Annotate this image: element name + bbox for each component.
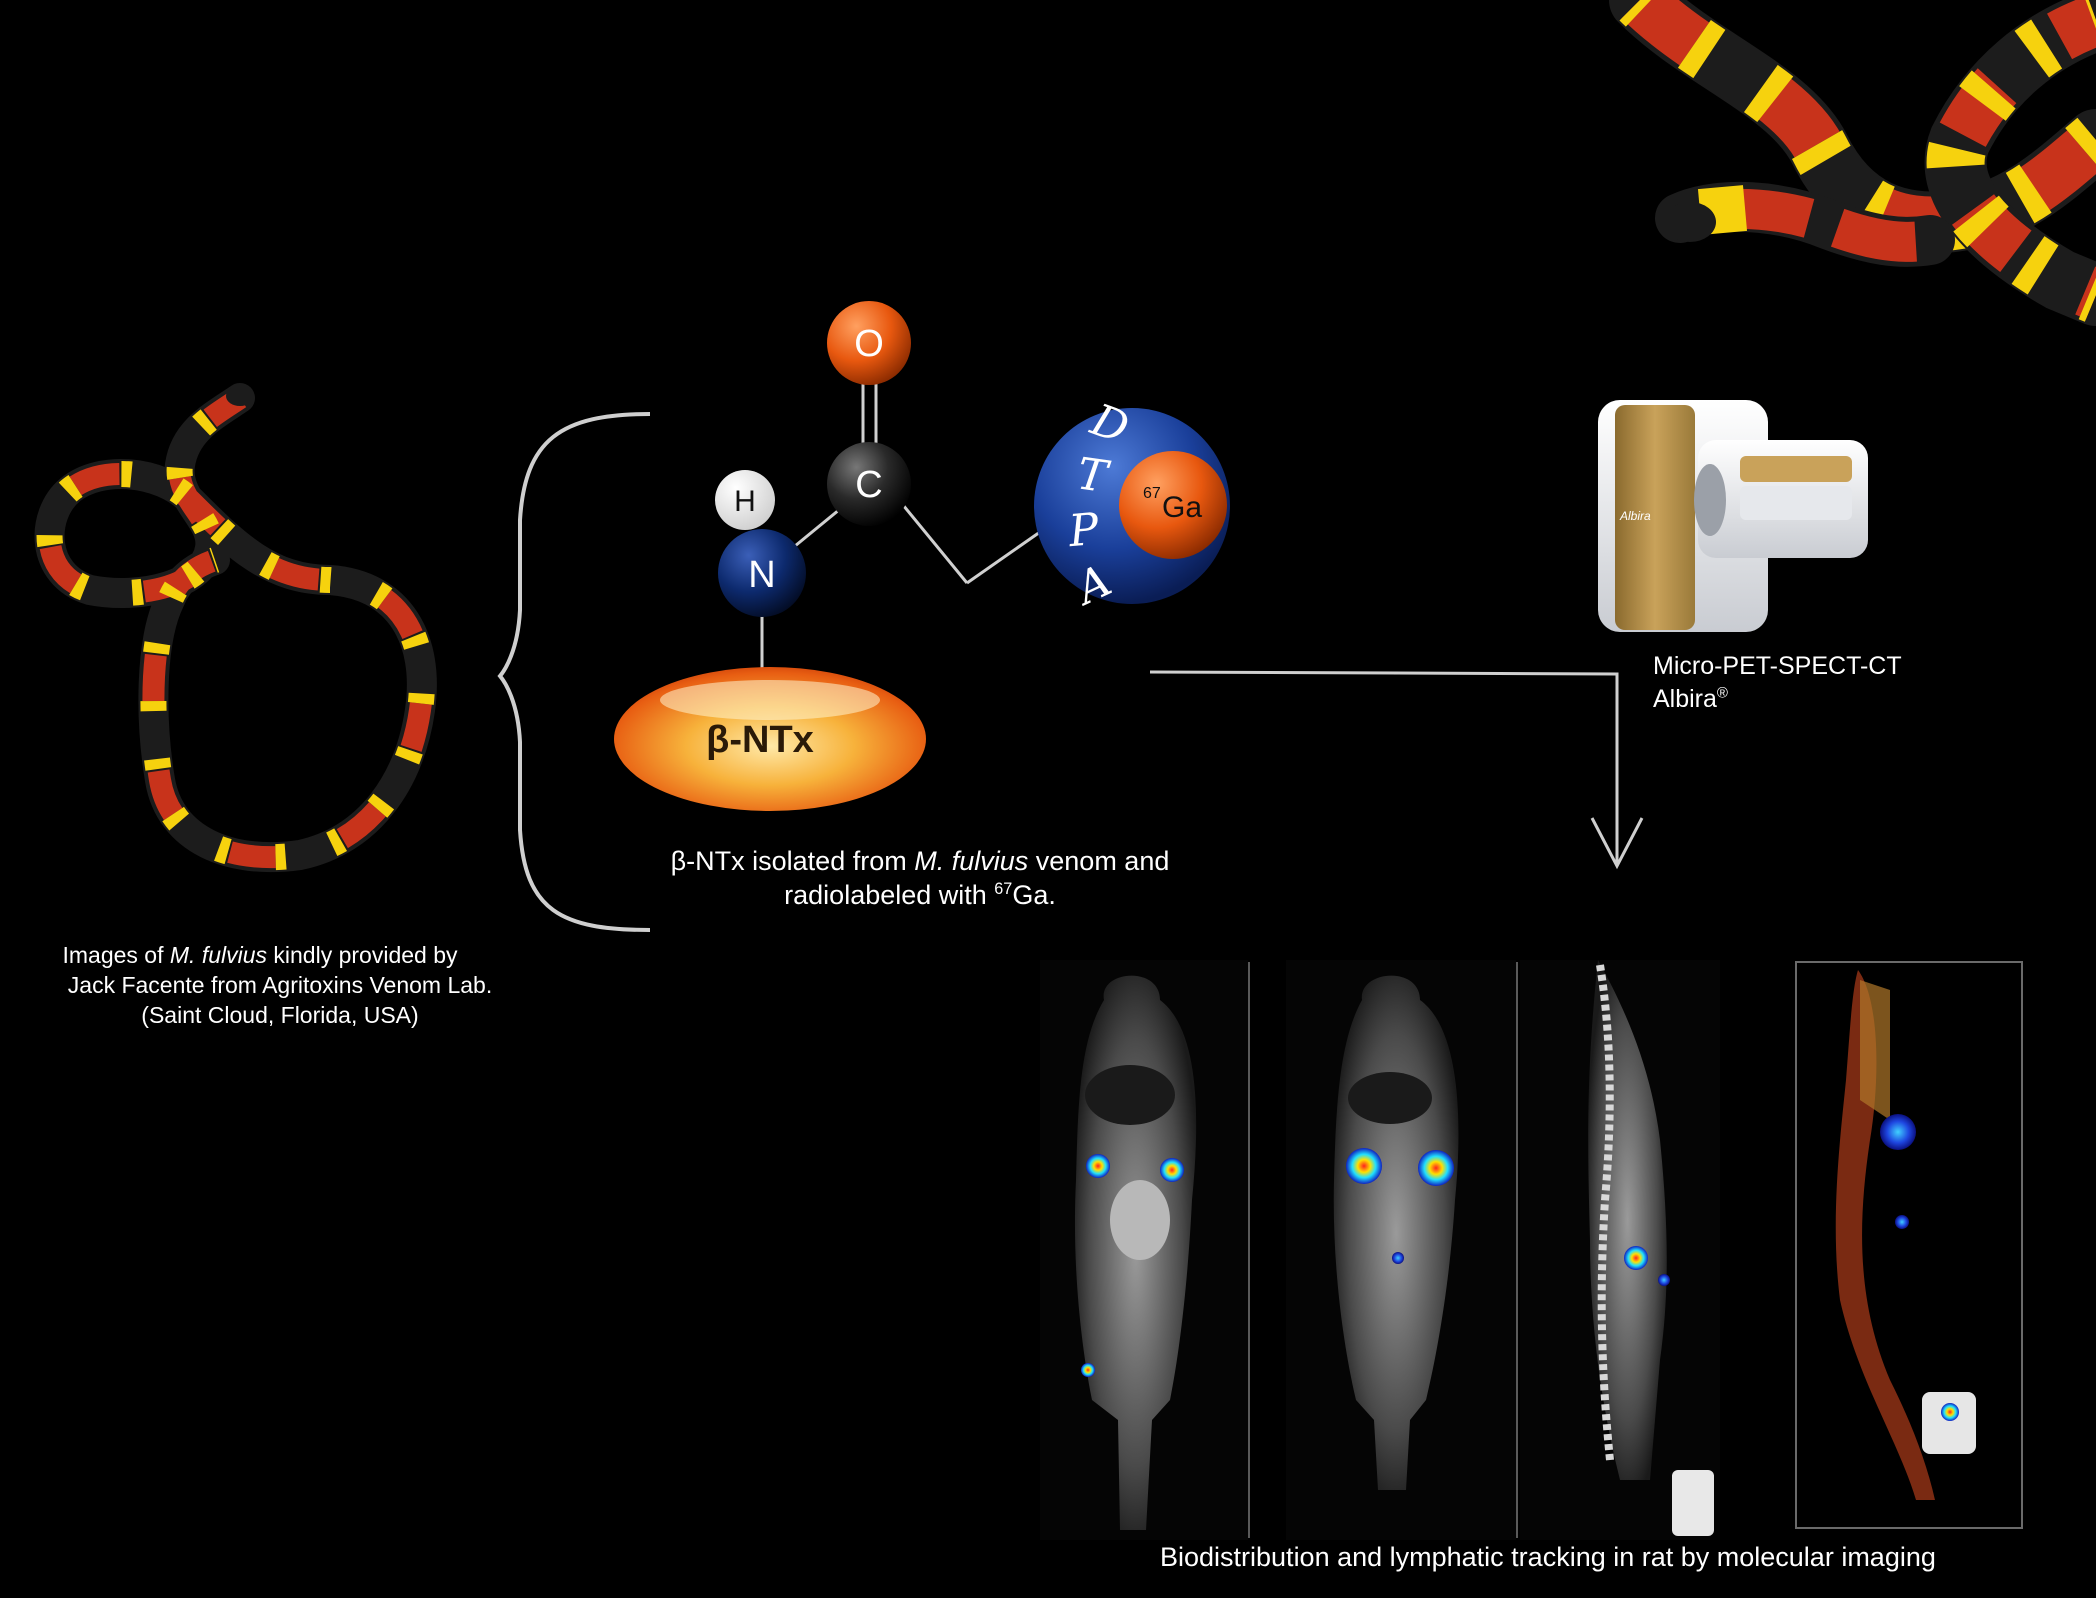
dtpa-letter-p: P [1066,504,1102,558]
micro-pet-spect-ct-scanner-image: Albira [1598,400,1868,632]
coral-snake-loop-image [34,383,437,873]
atom-hydrogen-label: H [734,485,756,518]
atom-carbon-label: C [855,464,882,506]
molecule-bonds [760,384,1041,668]
scan-panel-coronal-1 [1040,960,1248,1540]
snake-credit-caption: Images of M. fulvius kindly provided by … [20,940,540,1030]
curly-brace [497,412,651,932]
atom-hydrogen: H [715,470,775,530]
atom-nitrogen: N [718,529,806,617]
atom-oxygen: O [827,301,911,385]
scan-panel-coronal-2 [1286,960,1516,1540]
scan-panel-sagittal [1520,960,1720,1540]
snake-credit-pre: Images of [62,942,170,968]
atom-nitrogen-label: N [748,554,775,596]
scanner-caption-line1: Micro-PET-SPECT-CT [1653,652,1902,680]
protein-beta-ntx: β-NTx [614,667,926,811]
snake-credit-post: kindly provided by [267,942,458,968]
protein-caption-line2-post: Ga. [1012,880,1056,910]
rat-scan-panels-image [1040,960,2023,1540]
dtpa-chelator: D T P A 67 Ga [1034,394,1230,616]
snake-credit-line3: (Saint Cloud, Florida, USA) [141,1002,419,1028]
scanner-caption: Micro-PET-SPECT-CT Albira® [1653,650,1902,716]
scanner-caption-line2: Albira [1653,685,1717,713]
atom-carbon: C [827,442,911,526]
protein-caption: β-NTx isolated from M. fulvius venom and… [610,844,1230,912]
snake-credit-species: M. fulvius [169,942,268,968]
flow-arrow [1149,670,1644,870]
imaging-caption: Biodistribution and lymphatic tracking i… [1160,1542,1936,1572]
coral-snake-coiled-image [1609,0,2096,326]
protein-caption-species: M. fulvius [914,846,1029,876]
scanner-brand: Albira [1619,509,1651,523]
protein-caption-post: venom and [1028,846,1170,876]
snake-credit-line2: Jack Facente from Agritoxins Venom Lab. [67,972,493,998]
gallium-67: 67 Ga [1119,451,1227,559]
protein-label: β-NTx [706,719,814,761]
gallium-symbol: Ga [1162,491,1202,524]
protein-caption-pre: β-NTx isolated from [670,846,915,876]
scan-panel-3d-render [1795,961,2023,1529]
protein-caption-line2-pre: radiolabeled with [784,880,995,910]
scanner-registered-mark: ® [1716,684,1728,702]
protein-caption-sup: 67 [994,880,1013,898]
gallium-mass-number: 67 [1143,485,1161,502]
atom-oxygen-label: O [854,323,884,365]
